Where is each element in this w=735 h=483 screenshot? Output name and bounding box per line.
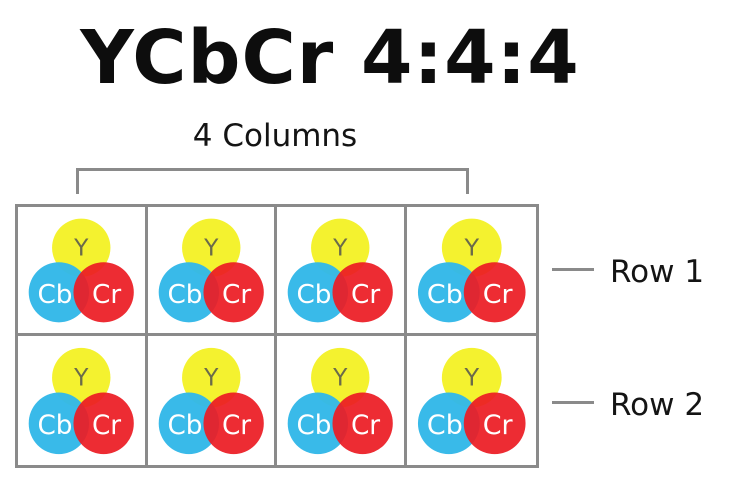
ycbcr-sample: YCb Cr [158, 218, 264, 323]
y-label: Y [203, 235, 219, 262]
y-circle [311, 347, 370, 408]
row-2-connector [552, 401, 594, 404]
cr-circle [332, 392, 393, 455]
y-circle [441, 218, 502, 277]
ycbcr-sample: YCb Cr [158, 347, 264, 455]
y-label: Y [332, 235, 348, 262]
ycbcr-sample: YCb Cr [287, 347, 393, 455]
cb-label: Cb [426, 410, 462, 441]
cb-circle [158, 262, 219, 323]
ycbcr-sample: YCb Cr [28, 218, 134, 323]
cb-label: Cb [426, 279, 462, 310]
ycbcr-sample: YCb Cr [417, 218, 526, 323]
cr-label: Cr [482, 279, 512, 310]
cr-label: Cr [351, 280, 380, 310]
y-label: Y [73, 235, 89, 262]
y-circle [441, 347, 502, 408]
cb-circle [287, 392, 349, 455]
cb-circle [28, 262, 90, 323]
ycbcr-sample: YCb Cr [28, 347, 134, 455]
cr-circle [332, 262, 393, 323]
cr-circle [463, 262, 526, 323]
columns-bracket [76, 168, 469, 194]
diagram-title: YCbCr 4:4:4 [80, 15, 580, 101]
row-1-label: Row 1 [610, 254, 705, 290]
columns-label: 4 Columns [192, 118, 358, 154]
y-circle [52, 347, 111, 408]
y-label: Y [203, 363, 219, 391]
cb-label: Cb [167, 410, 202, 441]
cb-circle [417, 392, 480, 455]
cb-circle [287, 262, 349, 323]
cr-label: Cr [92, 410, 121, 441]
cb-label: Cb [167, 280, 202, 310]
row-2-label: Row 2 [610, 387, 705, 423]
cr-circle [463, 392, 526, 455]
y-circle [181, 218, 240, 277]
y-label: Y [463, 364, 479, 392]
cr-circle [73, 392, 134, 455]
row-1-connector [552, 268, 594, 271]
y-label: Y [73, 363, 89, 391]
cb-circle [158, 392, 219, 455]
y-circle [311, 218, 370, 277]
ycbcr-sample: YCb Cr [287, 218, 393, 323]
cb-circle [28, 392, 90, 455]
cr-label: Cr [482, 410, 513, 441]
cr-circle [73, 262, 134, 323]
y-circle [181, 347, 240, 408]
y-circle [52, 218, 111, 277]
cr-circle [202, 262, 264, 323]
ycbcr-sample: YCb Cr [417, 347, 526, 455]
cb-label: Cb [37, 410, 72, 441]
cr-label: Cr [221, 410, 250, 441]
cr-label: Cr [92, 280, 121, 310]
cb-label: Cb [37, 280, 72, 310]
y-label: Y [463, 234, 479, 262]
cb-circle [417, 262, 480, 323]
cr-label: Cr [351, 410, 380, 441]
cr-circle [202, 392, 264, 455]
cb-label: Cb [296, 410, 331, 441]
y-label: Y [332, 363, 348, 391]
cr-label: Cr [221, 280, 250, 310]
cb-label: Cb [296, 280, 331, 310]
